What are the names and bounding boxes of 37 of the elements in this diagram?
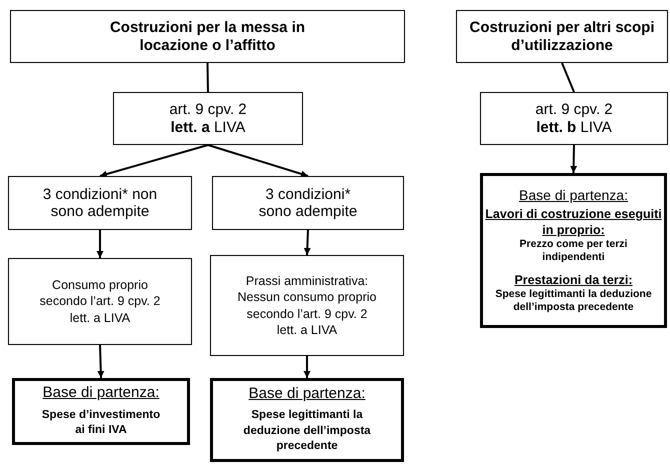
process-box [10,10,405,63]
box-text: Prassi amministrativa: Nessun consumo proprio secondo l’art. 9 cpv. 2 lett. a LIVA [237,273,377,338]
box-heading: Base di partenza: [248,385,366,402]
box-title: Costruzioni per la messa in locazione o l’affitto [108,19,306,54]
arrow [304,356,310,378]
box-text: 3 condizioni* non sono adempite [42,186,158,220]
arrow [304,230,311,256]
arrow [97,344,104,378]
arrow [208,144,308,178]
box-text: Spese legittimanti la deduzione dell’imposta precedente [494,288,653,314]
arrow [570,144,578,174]
process-box [210,378,404,462]
process-box [8,176,192,230]
box-text: 3 condizioni* sono adempite [258,186,358,220]
box-text: Spese legittimanti la deduzione dell’imposta precedente [242,408,372,454]
process-box [113,92,303,145]
box-text: art. 9 cpv. 2 lett. b LIVA [534,101,614,136]
box-heading: Base di partenza: [42,384,160,402]
arrow [96,230,104,258]
box-heading: Base di partenza: [519,186,628,204]
process-box [480,173,667,328]
box-text: art. 9 cpv. 2 lett. a LIVA [168,101,248,136]
process-box [210,255,404,356]
process-box [480,92,668,145]
arrow [100,144,208,178]
process-box [212,176,404,230]
connector-line [561,62,575,92]
process-box [8,258,192,345]
process-box [12,378,190,445]
box-text: Spese d’investimento ai fini IVA [40,408,162,438]
box-subheading: Prestazioni da terzi: [514,272,633,288]
box-text: Consumo proprio secondo l’art. 9 cpv. 2 lett. a LIVA [38,277,162,326]
box-subheading: Lavori di costruzione eseguiti in proprio: [484,207,663,238]
box-text: Prezzo come per terzi indipendenti [518,238,628,265]
box-title: Costruzioni per altri scopi d’utilizzazione [468,19,656,54]
connector-line [206,62,209,92]
process-box [456,10,668,63]
